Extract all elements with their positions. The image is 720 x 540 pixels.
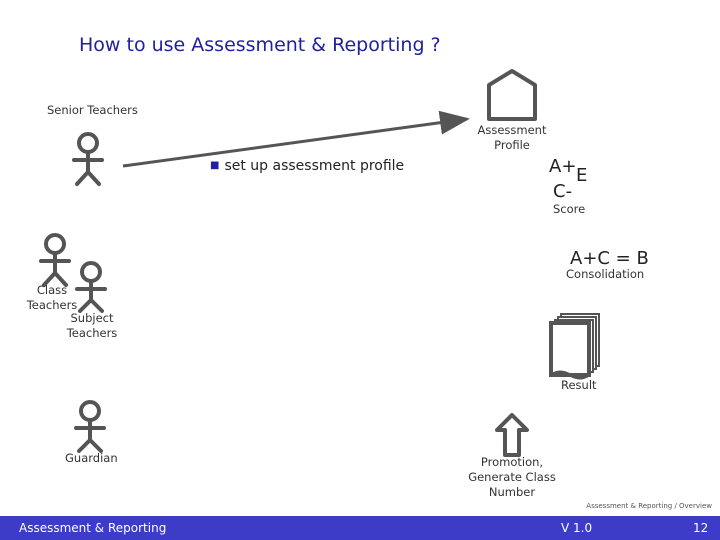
page-title: How to use Assessment & Reporting ? xyxy=(79,34,441,56)
class-teachers-line-1: Class xyxy=(36,283,68,297)
promotion-label: Promotion, Generate Class Number xyxy=(462,455,562,500)
promotion-line-3: Number xyxy=(488,485,536,499)
document-stack-icon xyxy=(549,313,600,380)
class-teacher-figure-icon xyxy=(39,233,71,287)
up-arrow-icon xyxy=(495,413,529,457)
house-icon xyxy=(487,69,537,121)
class-teachers-label: Class Teachers xyxy=(20,283,84,313)
result-label: Result xyxy=(561,378,597,392)
footer-title: Assessment & Reporting xyxy=(19,521,167,535)
setup-action-label: set up assessment profile xyxy=(224,158,405,174)
setup-action-text: ■ set up assessment profile xyxy=(210,158,404,174)
subject-teachers-line-2: Teachers xyxy=(66,326,118,340)
grade-c-minus: C- xyxy=(553,181,573,202)
footer-version: V 1.0 xyxy=(561,521,593,535)
senior-teachers-label: Senior Teachers xyxy=(47,103,138,117)
subject-teachers-label: Subject Teachers xyxy=(60,311,124,341)
guardian-figure-icon xyxy=(74,400,106,453)
consolidation-formula: A+C = B xyxy=(570,248,649,269)
subject-teacher-figure-icon xyxy=(75,261,107,313)
assessment-profile-label: Assessment Profile xyxy=(472,123,552,153)
guardian-label: Guardian xyxy=(65,451,118,465)
bullet-icon: ■ xyxy=(210,160,220,171)
promotion-line-2: Generate Class xyxy=(468,470,556,484)
footer-page-number: 12 xyxy=(693,521,709,535)
score-label: Score xyxy=(553,202,586,216)
subject-teachers-line-1: Subject xyxy=(70,311,114,325)
assessment-profile-line-1: Assessment xyxy=(477,123,547,137)
senior-teacher-figure-icon xyxy=(72,132,104,186)
footer-bar: Assessment & Reporting V 1.0 12 xyxy=(0,516,720,540)
promotion-line-1: Promotion, xyxy=(480,455,544,469)
consolidation-label: Consolidation xyxy=(566,267,645,281)
footer-caption: Assessment & Reporting / Overview xyxy=(586,502,712,510)
assessment-profile-line-2: Profile xyxy=(494,138,530,152)
setup-arrow xyxy=(122,110,470,168)
grade-e: E xyxy=(576,165,588,186)
class-teachers-line-2: Teachers xyxy=(26,298,78,312)
grade-a-plus: A+ xyxy=(549,156,577,177)
